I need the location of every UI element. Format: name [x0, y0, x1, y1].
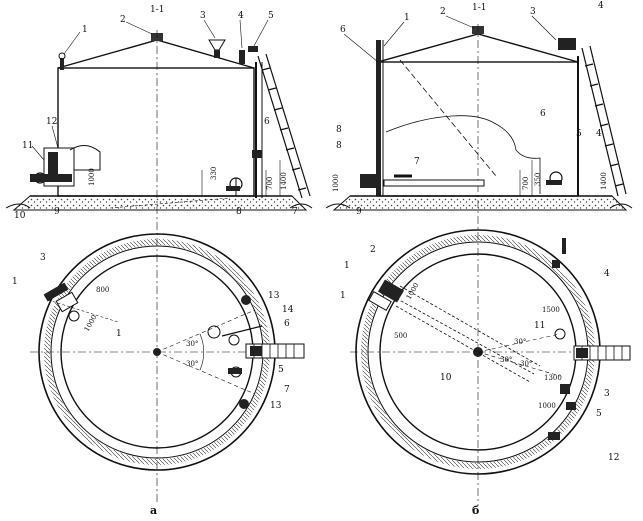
dim-b-plan-1300: 1300 [544, 374, 562, 382]
dim-b-350: 350 [534, 173, 542, 186]
angle-b-2: 30° [520, 360, 532, 368]
label-b-plan-12: 12 [608, 453, 619, 463]
label-a-plan-6: 6 [284, 319, 290, 329]
label-a-plan-13a: 13 [268, 291, 280, 301]
panel-a-letter: а [150, 504, 157, 517]
label-b-plan-4: 4 [604, 269, 610, 279]
label-b-plan-1a: 1 [344, 261, 350, 271]
dim-a-plan-1000: 1000 [83, 314, 99, 333]
label-a-plan-1: 1 [12, 277, 18, 287]
label-b-8b: 8 [336, 125, 342, 135]
panel-b-letter: б [472, 504, 479, 517]
dim-a-plan-800: 800 [96, 286, 109, 294]
label-a-plan-7: 7 [284, 385, 290, 395]
angle-b-1: 30° [514, 338, 526, 346]
dim-b-plan-500: 500 [394, 332, 407, 340]
label-a-3: 3 [200, 11, 206, 21]
label-a-plan-5: 5 [278, 365, 284, 375]
dim-b-plan-1500: 1500 [542, 306, 560, 314]
label-a-12: 12 [46, 117, 57, 127]
panel-a-side-view [5, 30, 313, 505]
panel-a-plan-view [30, 233, 305, 471]
panel-b-side-view [325, 24, 633, 505]
dim-b-1000: 1000 [332, 174, 340, 192]
angle-a-1: 30° [186, 340, 198, 348]
dim-a-330: 330 [210, 167, 218, 180]
label-b-3: 3 [530, 7, 536, 17]
label-a-9: 9 [54, 207, 60, 217]
label-a-7: 7 [292, 207, 298, 217]
label-b-6-top: 6 [340, 25, 346, 35]
label-b-2: 2 [440, 7, 446, 17]
label-b-plan-11: 11 [534, 321, 545, 331]
dim-a-1400: 1400 [280, 172, 288, 190]
tank-roof-a [57, 39, 255, 69]
label-b-9: 9 [356, 207, 362, 217]
panel-b-plan-view [350, 229, 631, 475]
label-a-4: 4 [238, 11, 244, 21]
label-b-plan-5: 5 [596, 409, 602, 419]
label-b-1: 1 [404, 13, 410, 23]
label-b-6: 6 [540, 109, 546, 119]
label-a-6: 6 [264, 117, 270, 127]
label-b-8: 8 [336, 141, 342, 151]
label-a-5: 5 [268, 11, 274, 21]
label-b-7: 7 [414, 157, 420, 167]
label-b-plan-1b: 1 [340, 291, 346, 301]
angle-a-2: 30° [186, 360, 198, 368]
ladder-a [257, 53, 311, 199]
label-a-plan-3: 3 [40, 253, 46, 263]
panel-a-section-mark: 1-1 [150, 5, 165, 15]
dim-a-1000: 1000 [88, 168, 96, 186]
label-a-8: 8 [236, 207, 242, 217]
label-b-plan-3: 3 [604, 389, 610, 399]
dim-a-700: 700 [266, 177, 274, 190]
panel-b-section-mark: 1-1 [472, 3, 487, 13]
dim-b-700: 700 [522, 177, 530, 190]
tank-shell-a [57, 67, 255, 197]
label-a-2: 2 [120, 15, 126, 25]
label-b-4: 4 [598, 1, 604, 11]
label-a-11: 11 [22, 141, 33, 151]
dim-b-plan-1000b: 1000 [538, 402, 556, 410]
label-b-plan-10: 10 [440, 373, 452, 383]
label-b-plan-2: 2 [370, 245, 376, 255]
label-a-plan-14: 14 [282, 305, 294, 315]
label-b-4b: 4 [596, 129, 602, 139]
label-a-plan-1b: 1 [116, 329, 122, 339]
angle-b-3: 30° [500, 356, 512, 364]
label-a-plan-13b: 13 [270, 401, 282, 411]
label-b-5: 5 [576, 129, 582, 139]
label-a-10: 10 [14, 211, 26, 221]
dim-b-1400: 1400 [600, 172, 608, 190]
label-a-1: 1 [82, 25, 88, 35]
